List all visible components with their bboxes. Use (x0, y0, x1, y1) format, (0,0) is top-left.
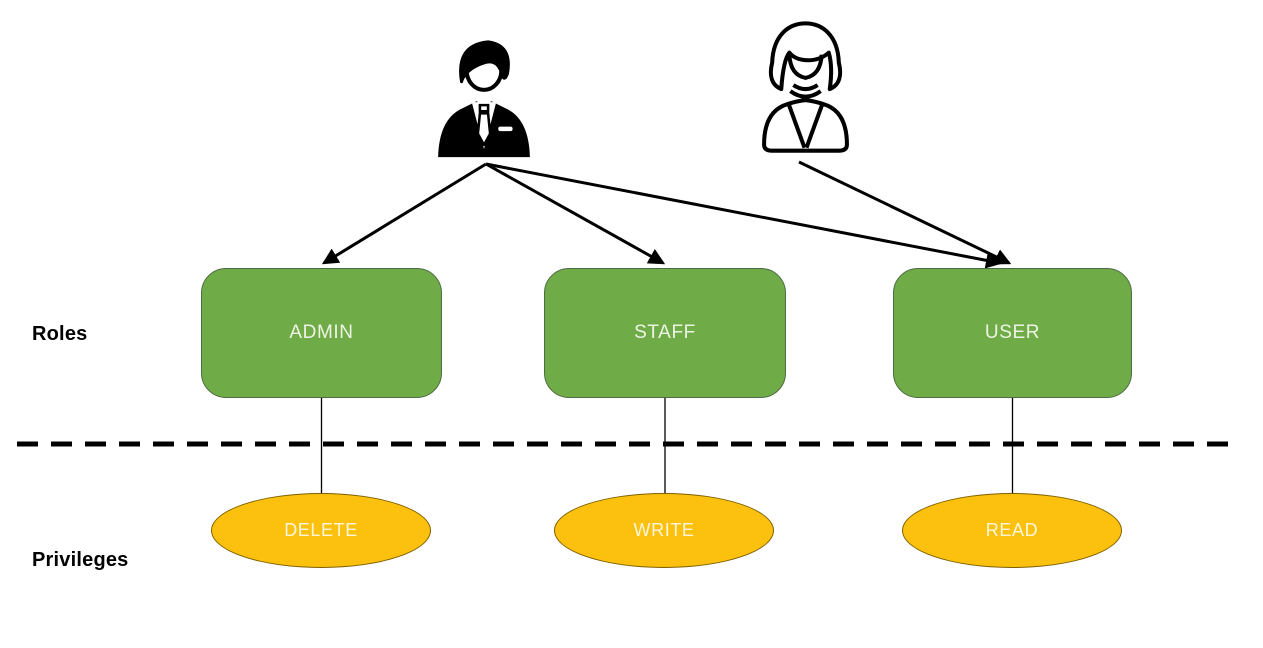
role-label: ADMIN (289, 322, 354, 343)
role-label: STAFF (634, 322, 696, 343)
privilege-label: WRITE (633, 520, 695, 540)
privilege-node-read: READ (902, 493, 1122, 568)
role-node-user: USER (893, 268, 1132, 398)
privilege-label: READ (985, 520, 1039, 540)
role-label: USER (984, 322, 1041, 343)
role-node-staff: STAFF (544, 268, 786, 398)
privilege-node-delete: DELETE (211, 493, 431, 568)
role-node-admin: ADMIN (201, 268, 442, 398)
arrow-businesswoman-to-user (798, 160, 1012, 265)
businessman-icon (433, 36, 535, 158)
arrow-businessman-to-admin (321, 162, 487, 265)
roles-label: Roles (32, 323, 88, 345)
privilege-label: DELETE (284, 520, 358, 540)
businesswoman-icon (757, 12, 854, 154)
privileges-label: Privileges (32, 549, 129, 571)
arrow-businessman-to-staff (485, 162, 666, 265)
arrow-businessman-to-user (485, 162, 1003, 269)
privilege-node-write: WRITE (554, 493, 774, 568)
